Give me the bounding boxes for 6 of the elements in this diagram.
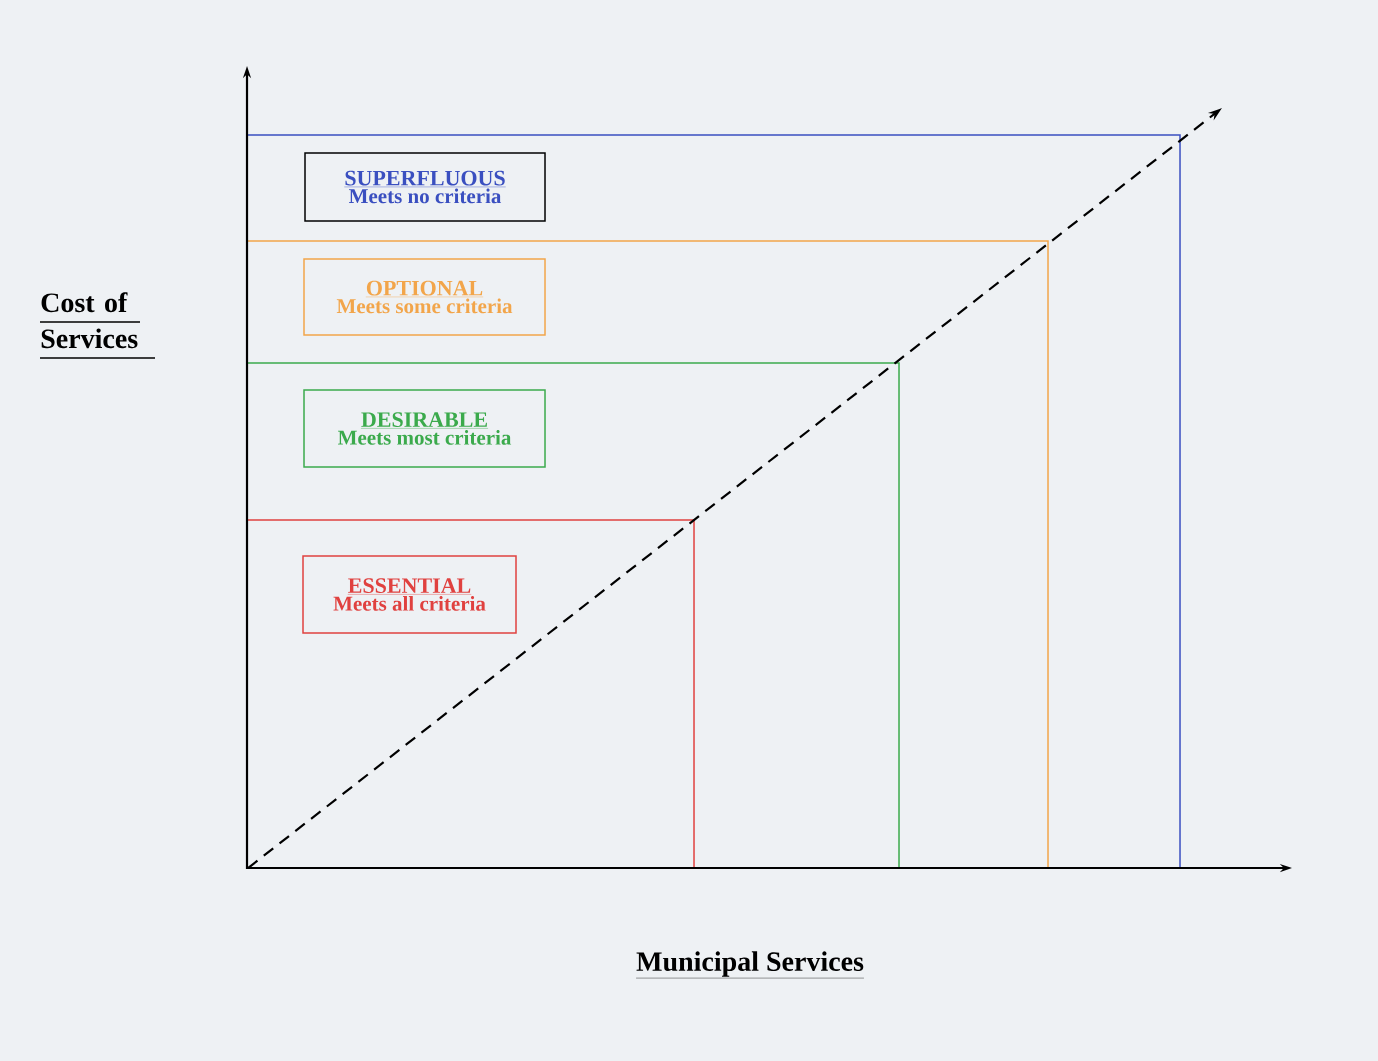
axis-title: Municipal Services [635,951,865,979]
category-box: SUPERFLUOUS Meets no criteria [304,152,546,222]
category-box: ESSENTIAL Meets all criteria [302,555,517,634]
category-box: OPTIONAL Meets some criteria [303,258,546,336]
category-box: DESIRABLE Meets most criteria [303,389,546,468]
axis-title: Cost of Services [39,292,156,359]
